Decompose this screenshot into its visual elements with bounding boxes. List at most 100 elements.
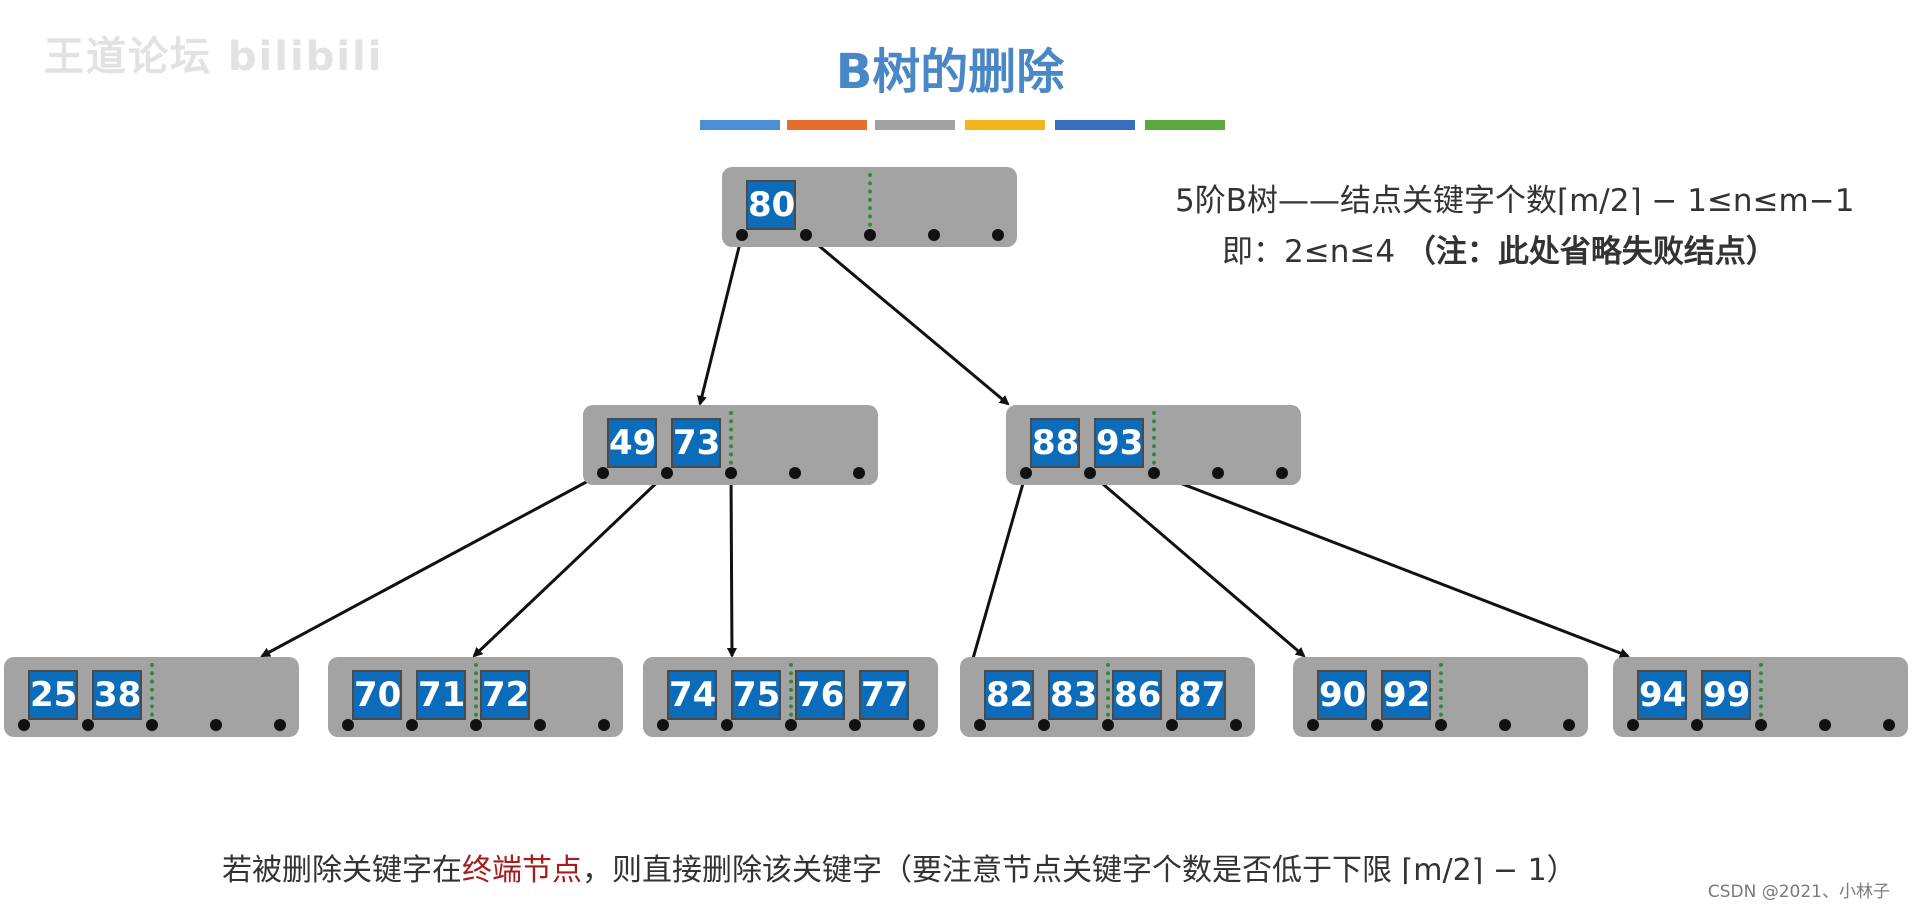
- child-pointer: [1627, 719, 1639, 731]
- child-pointer: [598, 719, 610, 731]
- child-pointer: [18, 719, 30, 731]
- child-pointer: [1166, 719, 1178, 731]
- color-strip-segment: [1145, 120, 1225, 130]
- child-pointer: [913, 719, 925, 731]
- key-cell: 80: [746, 180, 796, 230]
- lower-bound-divider: [1439, 663, 1443, 725]
- child-pointer: [146, 719, 158, 731]
- child-pointer: [1038, 719, 1050, 731]
- lower-bound-divider: [868, 173, 872, 235]
- child-pointer: [82, 719, 94, 731]
- color-strip-segment: [1055, 120, 1135, 130]
- child-pointer: [1563, 719, 1575, 731]
- caption-after: ，则直接删除该关键字（要注意节点关键字个数是否低于下限 ⌈m/2⌉ − 1）: [582, 853, 1577, 888]
- key-cell: 76: [795, 670, 845, 720]
- child-pointer: [470, 719, 482, 731]
- range-note-plain: 即：2≤n≤4: [1222, 234, 1405, 270]
- key-cell: 83: [1048, 670, 1098, 720]
- key-cell: 49: [607, 418, 657, 468]
- child-pointer: [800, 229, 812, 241]
- child-pointer: [725, 467, 737, 479]
- child-pointer: [1691, 719, 1703, 731]
- key-cell: 90: [1317, 670, 1367, 720]
- tree-node-left: 49 73: [583, 405, 878, 485]
- edge-right-to-leaf4: [967, 472, 1028, 671]
- key-cell: 88: [1030, 418, 1080, 468]
- child-pointer: [1371, 719, 1383, 731]
- child-pointer: [1084, 467, 1096, 479]
- caption: 若被删除关键字在终端节点，则直接删除该关键字（要注意节点关键字个数是否低于下限 …: [222, 845, 1577, 889]
- child-pointer: [853, 467, 865, 479]
- child-pointer: [1230, 719, 1242, 731]
- edge-root-to-left: [697, 234, 744, 406]
- child-pointer: [789, 467, 801, 479]
- lower-bound-divider: [1106, 663, 1110, 725]
- edge-left-to-leaf1: [260, 471, 604, 658]
- key-cell: 94: [1637, 670, 1687, 720]
- child-pointer: [849, 719, 861, 731]
- child-pointer: [210, 719, 222, 731]
- child-pointer: [1819, 719, 1831, 731]
- child-pointer: [974, 719, 986, 731]
- caption-highlight: 终端节点: [462, 853, 582, 888]
- lower-bound-divider: [1152, 411, 1156, 473]
- key-cell: 82: [984, 670, 1034, 720]
- color-strip-segment: [787, 120, 867, 130]
- child-pointer: [928, 229, 940, 241]
- child-pointer: [342, 719, 354, 731]
- child-pointer: [864, 229, 876, 241]
- slide-title: B树的删除: [835, 44, 1065, 100]
- watermark: 王道论坛 bilibili: [44, 34, 384, 80]
- key-cell: 70: [352, 670, 402, 720]
- key-cell: 92: [1381, 670, 1431, 720]
- key-cell: 71: [416, 670, 466, 720]
- color-strip-segment: [700, 120, 780, 130]
- child-pointer: [1883, 719, 1895, 731]
- tree-node-leaf5: 90 92: [1293, 657, 1588, 737]
- csdn-watermark: CSDN @2021、小林子: [1707, 882, 1890, 902]
- tree-node-right: 88 93: [1006, 405, 1301, 485]
- edge-right-to-leaf6: [1153, 471, 1630, 658]
- key-cell: 73: [671, 418, 721, 468]
- tree-node-leaf6: 94 99: [1613, 657, 1908, 737]
- tree-node-root: 80: [722, 167, 1017, 247]
- edge-left-to-leaf2: [472, 471, 669, 658]
- key-cell: 75: [731, 670, 781, 720]
- color-strip-segment: [875, 120, 955, 130]
- child-pointer: [1148, 467, 1160, 479]
- key-cell: 25: [28, 670, 78, 720]
- edge-right-to-leaf5: [1089, 471, 1306, 658]
- color-strip-segment: [965, 120, 1045, 130]
- child-pointer: [1435, 719, 1447, 731]
- key-cell: 93: [1094, 418, 1144, 468]
- child-pointer: [1755, 719, 1767, 731]
- child-pointer: [661, 467, 673, 479]
- child-pointer: [1307, 719, 1319, 731]
- child-pointer: [736, 229, 748, 241]
- child-pointer: [1276, 467, 1288, 479]
- child-pointer: [1020, 467, 1032, 479]
- caption-before: 若被删除关键字在: [222, 853, 462, 888]
- range-note: 即：2≤n≤4 （注：此处省略失败结点）: [1222, 226, 1777, 271]
- child-pointer: [721, 719, 733, 731]
- child-pointer: [785, 719, 797, 731]
- child-pointer: [274, 719, 286, 731]
- child-pointer: [992, 229, 1004, 241]
- key-cell: 38: [92, 670, 142, 720]
- edge-root-to-right: [805, 233, 1010, 406]
- child-pointer: [1499, 719, 1511, 731]
- child-pointer: [657, 719, 669, 731]
- key-cell: 86: [1112, 670, 1162, 720]
- child-pointer: [406, 719, 418, 731]
- tree-node-leaf1: 25 38: [4, 657, 299, 737]
- tree-node-leaf4: 82 83 86 87: [960, 657, 1255, 737]
- lower-bound-divider: [729, 411, 733, 473]
- lower-bound-divider: [789, 663, 793, 725]
- key-cell: 99: [1701, 670, 1751, 720]
- key-cell: 87: [1176, 670, 1226, 720]
- child-pointer: [1212, 467, 1224, 479]
